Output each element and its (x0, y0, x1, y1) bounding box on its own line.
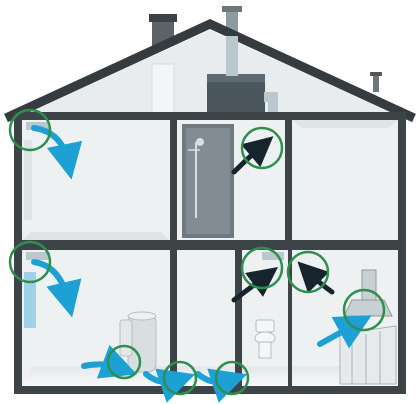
room-upper-left (22, 120, 170, 240)
window-upper (24, 140, 32, 220)
vent-marker-heater (106, 344, 142, 380)
vent-marker-upper-left (8, 108, 52, 152)
shower-icon (182, 124, 234, 238)
room-upper-right-back (292, 120, 398, 128)
wall-divider-2 (285, 112, 292, 250)
vent-marker-lower-left (8, 240, 52, 284)
vent-marker-kitchen-hood (342, 288, 386, 332)
toilet-icon (254, 319, 276, 359)
kitchen-cabinets (339, 325, 397, 385)
floor-slab (14, 240, 406, 250)
room-upper-left-floor (22, 232, 170, 240)
room-upper-right (292, 120, 398, 240)
vent-marker-floor-1 (162, 360, 198, 396)
fan-unit-icon (207, 36, 265, 112)
wall-divider-3 (235, 250, 242, 394)
wall-divider-4 (288, 250, 292, 394)
wall-divider-1 (170, 112, 177, 394)
supply-diffuser-lower (26, 252, 50, 260)
extract-valve-bath (262, 252, 284, 260)
vent-marker-kitchen-left (286, 250, 330, 294)
vent-markers (8, 108, 386, 396)
vent-marker-shower (240, 126, 284, 170)
roof-vent-icon (370, 72, 382, 92)
room-lower-middle (177, 250, 235, 386)
vent-marker-bath-lower (240, 246, 284, 290)
extract-airflow-arrows (231, 136, 335, 303)
roof-outline (4, 19, 416, 123)
window-icon (24, 272, 36, 328)
vent-marker-floor-2 (214, 360, 250, 396)
attic-space (20, 30, 400, 116)
